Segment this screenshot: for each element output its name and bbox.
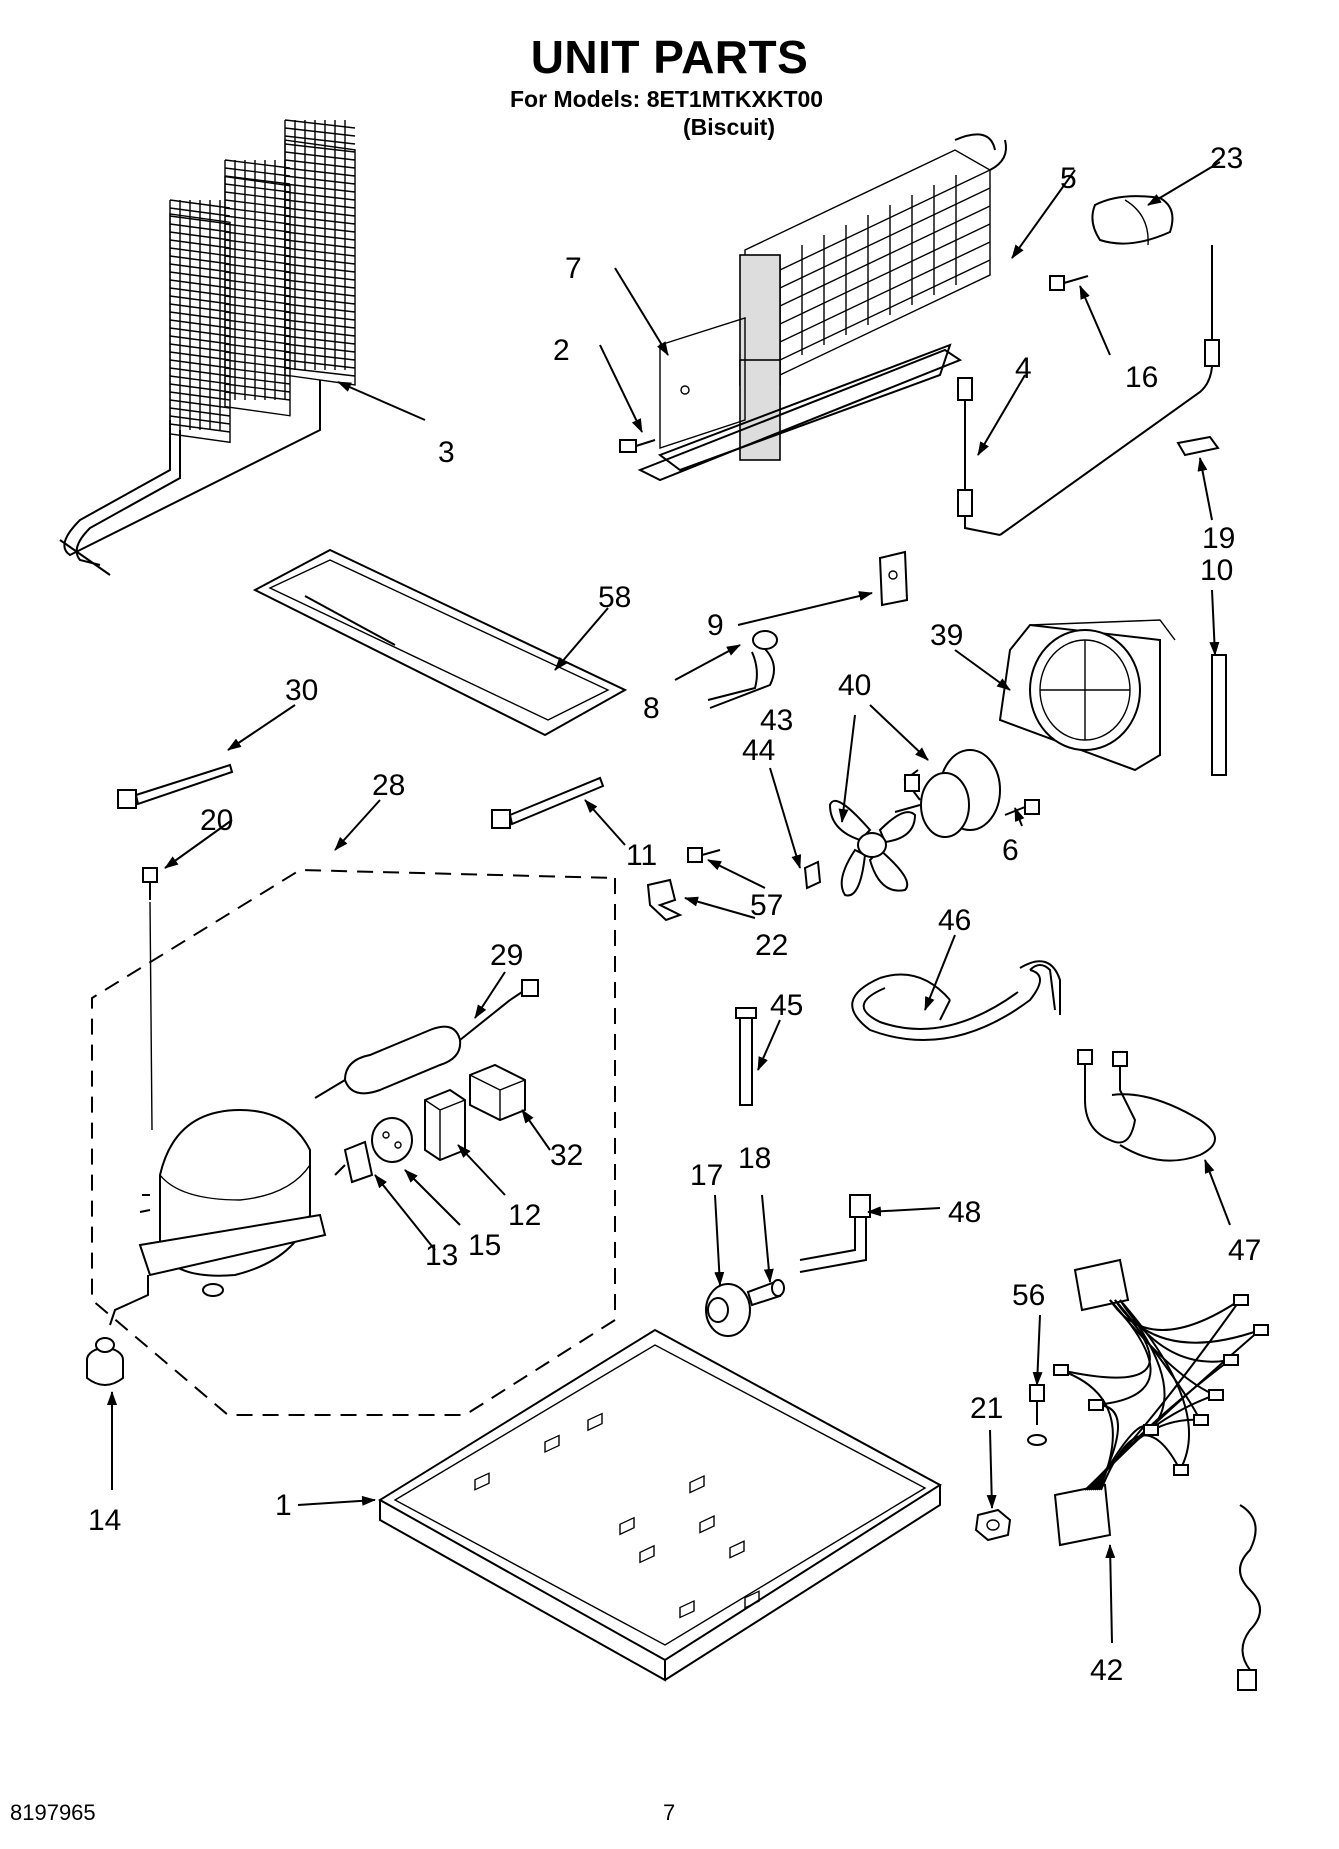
callout-57: 57	[750, 889, 783, 922]
strip-10	[1211, 654, 1227, 776]
tube-47	[1077, 1049, 1216, 1162]
models-line: For Models: 8ET1MTKXKT00	[510, 86, 824, 112]
drain-trough-58	[252, 548, 628, 737]
callout-46: 46	[938, 904, 971, 937]
roller-17	[705, 1283, 751, 1337]
tube-46	[851, 960, 1061, 1041]
callout-47: 47	[1228, 1234, 1261, 1267]
cable-tie-30	[117, 763, 234, 809]
screw-57	[687, 847, 721, 863]
fan-motor-40	[894, 749, 1001, 838]
callout-45: 45	[770, 989, 803, 1022]
page-number: 7	[663, 1800, 676, 1825]
callout-7: 7	[565, 252, 582, 285]
cable-tie-11	[491, 776, 605, 829]
callout-22: 22	[755, 929, 788, 962]
callout-12: 12	[508, 1199, 541, 1232]
screw-2	[619, 439, 656, 453]
drier-29	[314, 979, 539, 1099]
pin-45	[735, 1007, 757, 1106]
fan-blade-43	[828, 799, 917, 897]
callout-1: 1	[275, 1489, 292, 1522]
compressor	[109, 1108, 327, 1326]
callout-6: 6	[1002, 834, 1019, 867]
callout-48: 48	[948, 1196, 981, 1229]
bracket-22	[646, 878, 683, 922]
doc-number: 8197965	[10, 1800, 96, 1825]
callout-labels: 3 2 7 5 23 16 4 19 10 58 9 8 39 40 30 43…	[88, 142, 1261, 1687]
callout-11: 11	[626, 839, 657, 872]
part-8-harness	[707, 630, 778, 709]
bracket-12	[424, 1088, 466, 1162]
relay-cover-32	[469, 1063, 526, 1122]
callout-19: 19	[1202, 522, 1235, 555]
callout-42: 42	[1090, 1654, 1123, 1687]
evaporator-assembly	[637, 133, 1007, 482]
callout-44: 44	[742, 734, 775, 767]
callout-10: 10	[1200, 554, 1233, 587]
callout-30: 30	[285, 674, 318, 707]
relay-15	[371, 1117, 413, 1163]
screw-16	[1049, 275, 1089, 291]
callout-8: 8	[643, 692, 660, 725]
axle-18	[746, 1279, 785, 1307]
callout-40: 40	[838, 669, 871, 702]
callout-32: 32	[550, 1139, 583, 1172]
callout-43: 43	[760, 704, 793, 737]
wiring-harness-42	[1053, 1258, 1269, 1691]
callout-14: 14	[88, 1504, 121, 1537]
color-line: (Biscuit)	[683, 114, 775, 140]
screw-20	[142, 867, 158, 1131]
base-pan-1	[378, 1328, 942, 1682]
callout-3: 3	[438, 436, 455, 469]
callout-15: 15	[468, 1229, 501, 1262]
callout-4: 4	[1015, 352, 1032, 385]
nut-21	[974, 1508, 1012, 1542]
callout-18: 18	[738, 1142, 771, 1175]
callout-20: 20	[200, 804, 233, 837]
callout-2: 2	[553, 334, 570, 367]
callout-17: 17	[690, 1159, 723, 1192]
page-title: UNIT PARTS	[530, 31, 809, 83]
clip-9	[878, 550, 909, 607]
callout-23: 23	[1210, 142, 1243, 175]
tube-48	[799, 1194, 871, 1273]
callout-29: 29	[490, 939, 523, 972]
clip-19	[1176, 435, 1220, 457]
callout-28: 28	[372, 769, 405, 802]
callout-21: 21	[970, 1392, 1003, 1425]
condenser-coil	[59, 119, 356, 576]
callout-16: 16	[1125, 361, 1158, 394]
callout-5: 5	[1060, 162, 1077, 195]
callout-56: 56	[1012, 1279, 1045, 1312]
part-23-cap	[1091, 195, 1174, 246]
callout-leaders	[107, 161, 1231, 1644]
fan-shroud-39	[998, 619, 1176, 772]
overload-13	[334, 1140, 374, 1184]
part-10-wire	[999, 245, 1220, 536]
grommet-14	[86, 1337, 124, 1386]
part-4-sensor	[957, 377, 1001, 536]
callout-58: 58	[598, 581, 631, 614]
callout-39: 39	[930, 619, 963, 652]
callout-9: 9	[707, 609, 724, 642]
clip-44	[803, 860, 822, 890]
compressor-kit-boundary	[91, 868, 616, 1416]
callout-13: 13	[425, 1239, 458, 1272]
screw-56	[1027, 1384, 1047, 1446]
screw-6	[1004, 799, 1040, 816]
